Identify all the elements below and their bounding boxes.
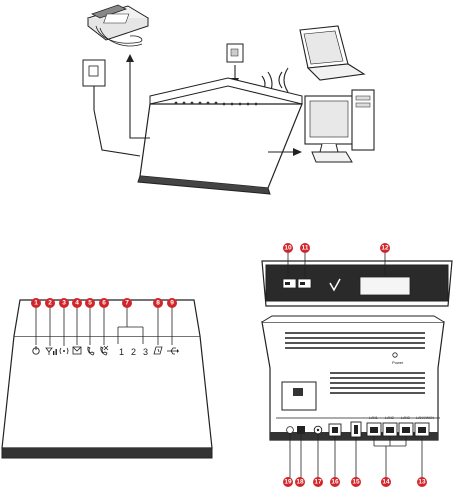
lan2-label: LAN2 (385, 416, 394, 420)
svg-text:10: 10 (284, 245, 292, 252)
front-port-num-3: 3 (143, 347, 148, 357)
callout-8: 8 (153, 298, 163, 308)
lan3-label: LAN3 (401, 416, 410, 420)
front-panel-diagram: 1 2 3 (2, 300, 212, 458)
svg-text:14: 14 (382, 479, 390, 486)
front-port-num-2: 2 (131, 347, 136, 357)
callout-14: 14 (381, 477, 391, 487)
laptop-icon (300, 26, 364, 80)
rear-panel-diagram: Power (262, 251, 452, 478)
svg-text:13: 13 (418, 479, 426, 486)
callout-18: 18 (295, 477, 305, 487)
usb-port[interactable] (351, 422, 361, 437)
reset-button[interactable] (287, 427, 294, 434)
front-port-num-1: 1 (119, 347, 124, 357)
svg-text:16: 16 (331, 479, 339, 486)
svg-text:11: 11 (302, 245, 309, 252)
svg-text:6: 6 (102, 300, 106, 307)
callout-7: 7 (122, 298, 132, 308)
telephone-icon (88, 5, 148, 46)
phone-port[interactable] (329, 424, 341, 436)
svg-text:2: 2 (48, 300, 52, 307)
callout-2: 2 (45, 298, 55, 308)
callout-16: 16 (330, 477, 340, 487)
connection-diagram (83, 5, 374, 194)
desktop-computer-icon (305, 90, 374, 162)
sim-card-icon (227, 44, 243, 62)
svg-text:7: 7 (125, 300, 129, 307)
callout-15: 15 (351, 477, 361, 487)
back-view: Power (262, 316, 444, 440)
svg-text:4: 4 (75, 300, 79, 307)
power-text: Power (392, 360, 404, 365)
callout-13: 13 (417, 477, 427, 487)
svg-text:19: 19 (284, 479, 292, 486)
svg-text:9: 9 (170, 300, 174, 307)
callout-1: 1 (31, 298, 41, 308)
router-icon (138, 78, 302, 194)
top-view (262, 261, 452, 306)
callout-17: 17 (313, 477, 323, 487)
svg-text:1: 1 (34, 300, 38, 307)
callout-10: 10 (283, 243, 293, 253)
svg-text:18: 18 (296, 479, 304, 486)
svg-text:5: 5 (88, 300, 92, 307)
svg-text:15: 15 (352, 479, 360, 486)
callout-11: 11 (300, 243, 310, 253)
lan1-label: LAN1 (369, 416, 378, 420)
callout-19: 19 (283, 477, 293, 487)
svg-text:8: 8 (156, 300, 160, 307)
phone-jack-icon (83, 60, 105, 86)
callout-3: 3 (59, 298, 69, 308)
callout-12: 12 (380, 243, 390, 253)
power-jack[interactable] (314, 426, 322, 434)
svg-text:12: 12 (381, 245, 389, 252)
svg-text:3: 3 (62, 300, 66, 307)
power-button[interactable] (297, 426, 305, 434)
callout-9: 9 (167, 298, 177, 308)
callout-4: 4 (72, 298, 82, 308)
svg-text:17: 17 (314, 479, 322, 486)
lan4-wan-label: LAN4/WAN (416, 416, 434, 420)
callout-5: 5 (85, 298, 95, 308)
callout-6: 6 (99, 298, 109, 308)
